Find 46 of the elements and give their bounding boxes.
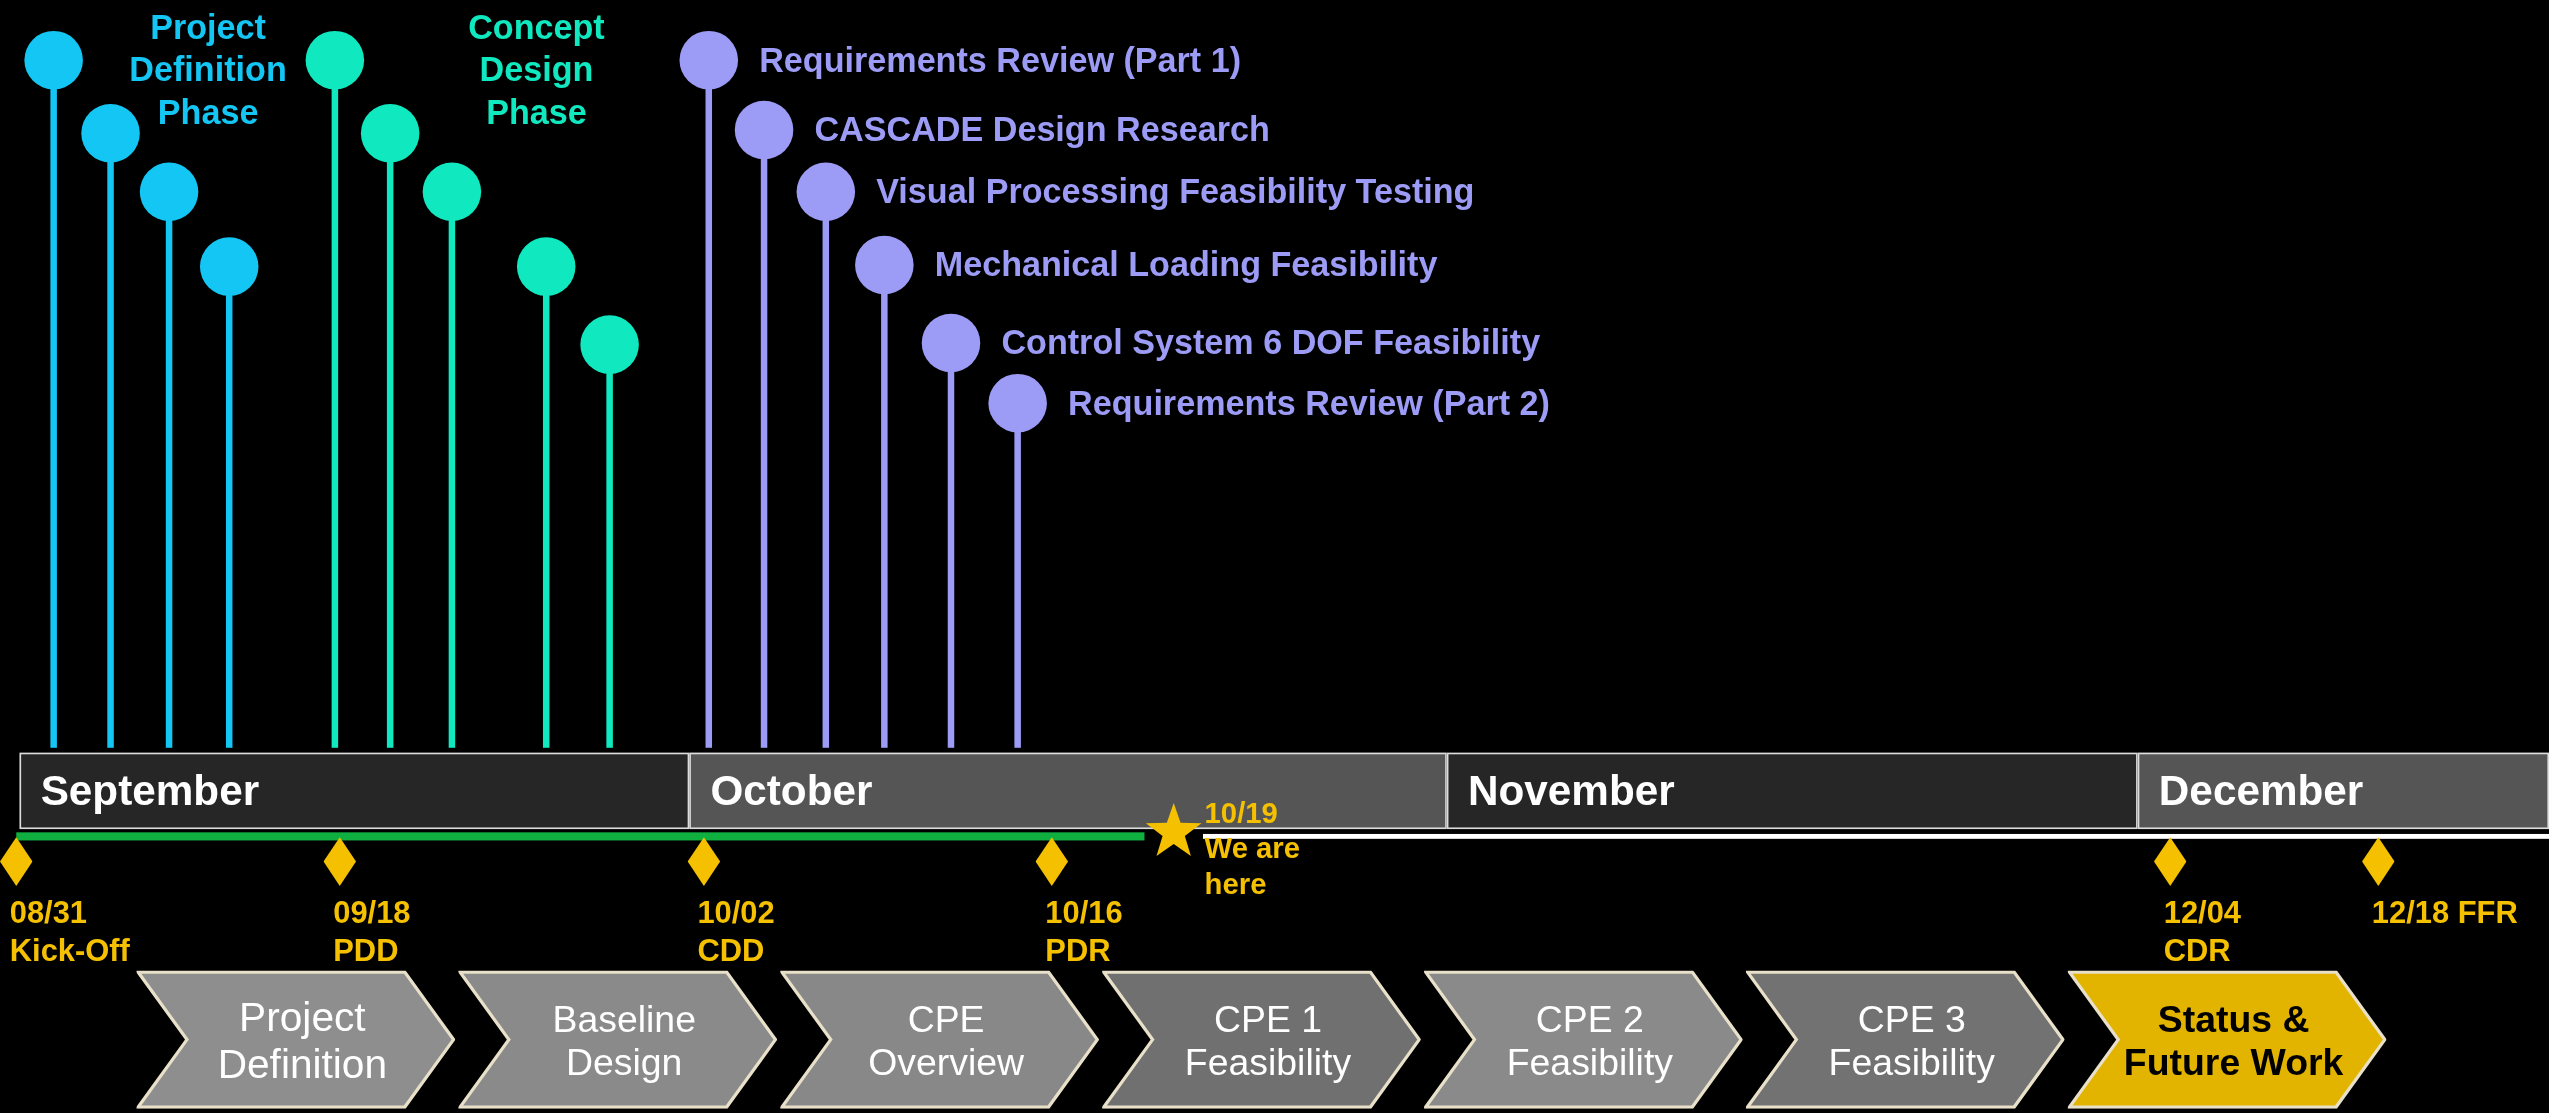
pin-label: CASCADE Design Research [814,109,1270,150]
milestone-date: 08/31 Kick-Off [9,894,131,969]
pin-label: Visual Processing Feasibility Testing [876,171,1475,212]
phase-heading: Project Definition Phase [128,7,288,133]
milestone-date: 10/16 PDR [1045,894,1124,969]
lollipop-pin [199,237,259,748]
milestone-diamond [0,837,33,886]
lollipop-pin [305,30,365,748]
milestone-date: 09/18 PDD [333,894,412,969]
milestone-date: 12/18 FFR [2371,894,2519,932]
lollipop-pin [988,373,1047,748]
lollipop-pin [734,100,794,748]
milestone-date: 12/04 CDR [2163,894,2242,969]
lollipop-pin [81,104,140,748]
phase-step: CPE Overview [780,970,1099,1109]
phase-step: CPE 3 Feasibility [1745,970,2065,1109]
month-bar: November [1446,752,2138,830]
phase-step: CPE 1 Feasibility [1102,970,1421,1109]
phase-step: CPE 2 Feasibility [1424,970,1743,1109]
lollipop-pin [580,315,639,748]
lollipop-pin [139,162,199,748]
pin-label: Requirements Review (Part 1) [759,39,1242,81]
milestone-diamond [323,837,356,886]
phase-heading: Concept Design Phase [467,7,606,133]
lollipop-pin [360,104,420,748]
lollipop-pin [855,235,914,748]
milestone-diamond [687,837,721,886]
milestone-diamond [2153,837,2187,886]
status-note: 10/19 We are here [1204,795,1302,903]
phase-step: Baseline Design [458,970,778,1109]
lollipop-pin [921,313,981,748]
phase-step: Project Definition [136,970,456,1109]
lollipop-pin [24,30,83,748]
month-bar: December [2137,752,2549,830]
phase-step: Status & Future Work [2067,970,2387,1109]
milestone-date: 10/02 CDD [697,894,776,969]
pin-label: Mechanical Loading Feasibility [934,244,1438,285]
pin-label: Requirements Review (Part 2) [1068,382,1550,424]
month-bar: September [19,752,690,830]
lollipop-pin [516,237,576,748]
milestone-diamond [2362,837,2395,886]
lollipop-pin [796,162,856,748]
lollipop-pin [679,30,739,748]
pin-label: Control System 6 DOF Feasibility [1001,322,1541,363]
lollipop-pin [422,162,482,748]
milestone-diamond [1035,837,1069,886]
